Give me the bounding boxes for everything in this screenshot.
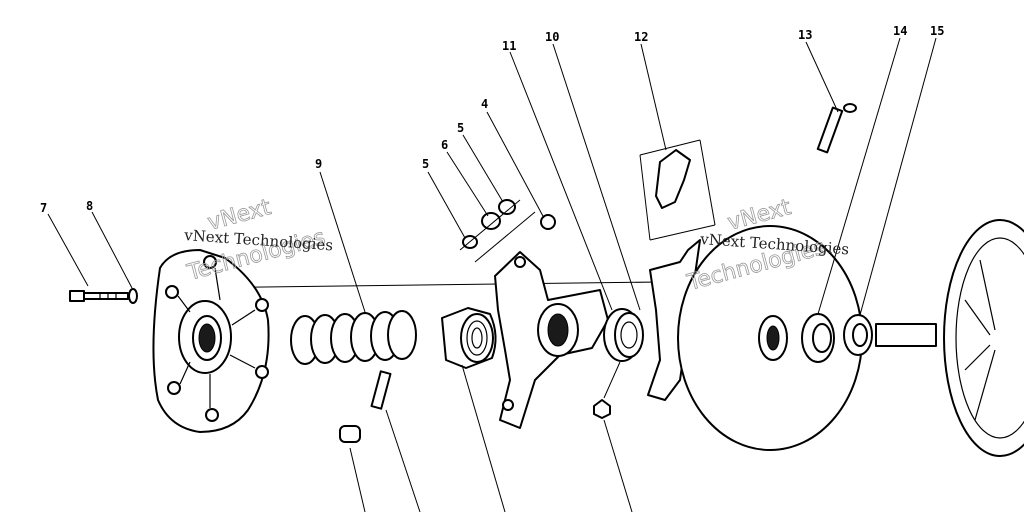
callout-9: 9 <box>315 157 322 171</box>
callout-10: 10 <box>545 30 559 44</box>
callout-6: 6 <box>441 138 448 152</box>
leader-lines <box>47 37 937 512</box>
callout-5-upper: 5 <box>457 121 464 135</box>
callout-8: 8 <box>86 199 93 213</box>
callout-13: 13 <box>798 28 812 42</box>
washer-part-8 <box>128 288 138 304</box>
weight-part-12 <box>639 139 716 241</box>
roller-part <box>339 425 361 443</box>
callout-4: 4 <box>481 97 488 111</box>
washer-stack <box>459 199 556 263</box>
pin-part <box>370 370 392 410</box>
roller-part-10 <box>603 308 644 362</box>
bushings-14-15 <box>801 313 873 363</box>
callout-12: 12 <box>634 30 648 44</box>
callout-7: 7 <box>40 201 47 215</box>
nut-part <box>593 399 611 419</box>
threaded-hub <box>441 307 497 369</box>
callout-11: 11 <box>502 39 516 53</box>
cover-plate <box>152 249 270 433</box>
pin-part-13 <box>816 103 857 154</box>
spring-part-9 <box>290 310 417 365</box>
spider-part <box>494 251 609 429</box>
fixed-sheave <box>875 219 1024 457</box>
movable-sheave <box>647 225 863 451</box>
bolt-part-7 <box>69 290 129 302</box>
watermark-left: vNext Technologies vNext Technologies <box>183 195 334 287</box>
assembly-axis-line <box>179 281 661 289</box>
callout-15: 15 <box>930 24 944 38</box>
callout-14: 14 <box>893 24 907 38</box>
callout-5-lower: 5 <box>422 157 429 171</box>
